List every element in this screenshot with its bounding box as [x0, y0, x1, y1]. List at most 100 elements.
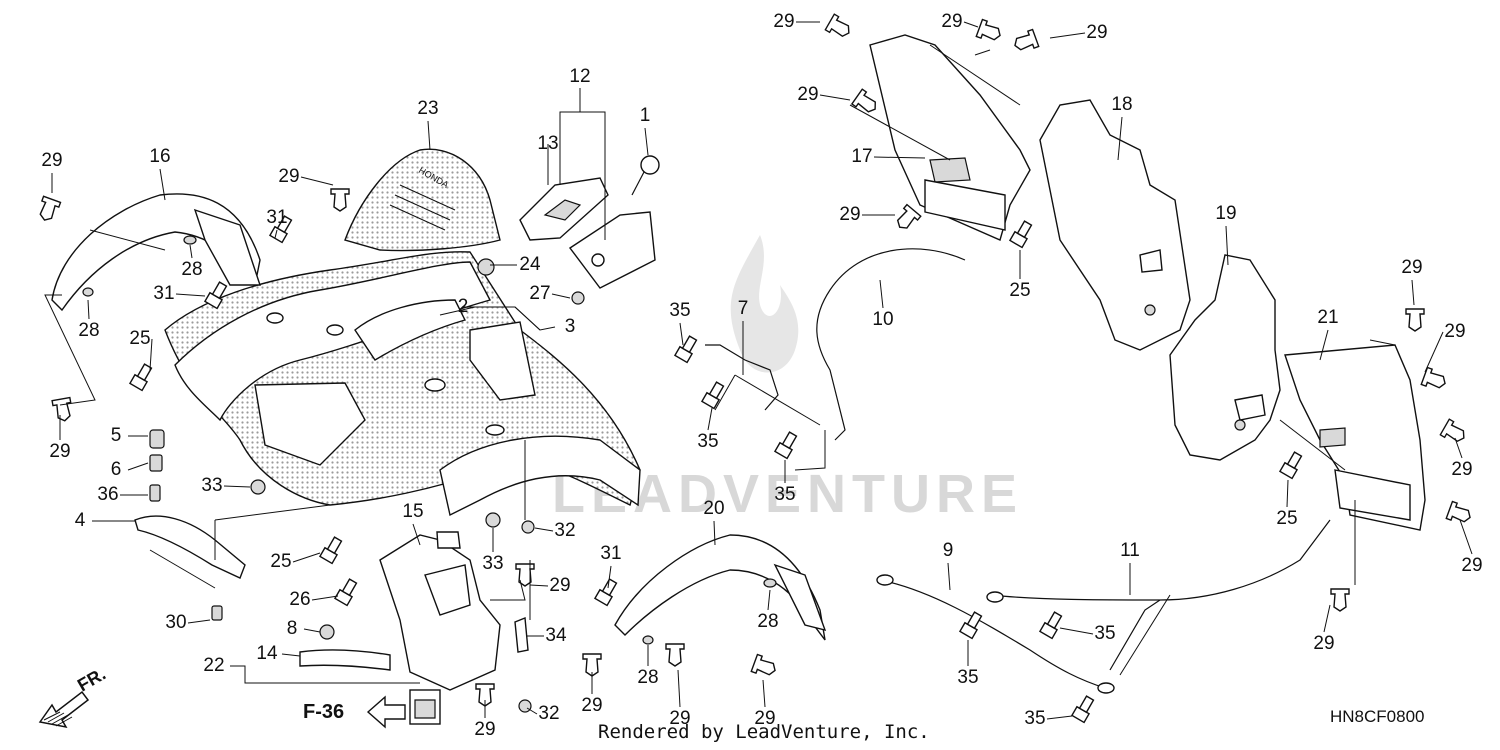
callout-33b: 33	[482, 553, 503, 574]
leader-line	[607, 565, 612, 589]
leaders	[44, 21, 1473, 720]
leader-line	[87, 299, 90, 320]
leader-line	[490, 579, 526, 601]
callout-29j: 29	[1444, 321, 1465, 342]
cover-and-lid	[519, 155, 660, 289]
callout-6: 6	[111, 459, 122, 480]
rendered-by-credit: Rendered by LeadVenture, Inc.	[598, 721, 930, 743]
leader-line	[412, 523, 421, 546]
callout-26: 26	[289, 589, 310, 610]
callout-33a: 33	[201, 475, 222, 496]
clip-fastener	[475, 683, 495, 707]
callout-18: 18	[1111, 94, 1132, 115]
callout-25c: 25	[1009, 280, 1030, 301]
bolt-fastener	[1038, 611, 1063, 640]
leader-line	[514, 306, 541, 331]
callout-29l: 29	[1461, 555, 1482, 576]
callout-30: 30	[165, 612, 186, 633]
callout-25b: 25	[270, 551, 291, 572]
side-cover-right	[1039, 99, 1191, 351]
diagram-code: HN8CF0800	[1330, 707, 1425, 726]
leader-line	[580, 111, 606, 240]
rear-inner-cover	[1169, 254, 1281, 461]
callout-34: 34	[545, 625, 567, 646]
leader-line	[1411, 279, 1415, 306]
leader-line	[534, 527, 554, 532]
leader-line	[677, 669, 681, 708]
front-fender-body	[164, 251, 641, 517]
leader-line	[1046, 715, 1073, 720]
callout-29e: 29	[941, 11, 962, 32]
reference-label: F-36	[303, 701, 344, 723]
leader-line	[1225, 225, 1229, 266]
callout-23: 23	[417, 98, 438, 119]
leader-line	[714, 374, 736, 411]
leader-line	[127, 462, 149, 471]
bolt-fastener	[700, 381, 725, 410]
callout-36: 36	[97, 484, 118, 505]
callout-25a: 25	[129, 328, 150, 349]
leader-line	[189, 244, 193, 259]
clip-fastener	[515, 563, 535, 587]
callout-29n: 29	[549, 575, 570, 596]
leader-line	[734, 374, 821, 426]
leader-line	[879, 279, 884, 309]
clip-fastener	[1330, 588, 1350, 612]
callout-25d: 25	[1276, 508, 1297, 529]
callout-20: 20	[703, 498, 724, 519]
leader-line	[439, 306, 476, 316]
leader-line	[947, 562, 951, 591]
callout-29q: 29	[754, 708, 775, 729]
callout-35a: 35	[669, 300, 690, 321]
leader-line	[767, 589, 771, 611]
clip-fastener	[330, 188, 350, 212]
leader-line	[551, 293, 571, 299]
storage-cover	[1284, 344, 1426, 531]
bolt-fastener	[1070, 695, 1095, 724]
callout-35b: 35	[697, 431, 718, 452]
clip-fastener	[824, 13, 850, 38]
callout-22: 22	[203, 655, 224, 676]
clip-fastener	[665, 643, 685, 667]
bolt-fastener	[268, 215, 293, 244]
leader-line	[44, 294, 96, 406]
callout-21: 21	[1317, 307, 1338, 328]
leader-line	[707, 407, 713, 431]
bolt-fastener	[203, 281, 228, 310]
callout-labels: 1 2 3 4 5 6 7 8 9 10 11 12 13 14 15 16 1…	[41, 11, 1482, 740]
clip-fastener	[1439, 418, 1465, 443]
callout-27: 27	[529, 283, 550, 304]
callout-5: 5	[111, 425, 122, 446]
leader-line	[713, 520, 716, 546]
leader-line	[849, 104, 951, 161]
callout-10: 10	[872, 309, 893, 330]
callout-29i: 29	[1401, 257, 1422, 278]
callout-2: 2	[458, 296, 469, 317]
bolt-fastener	[673, 335, 698, 364]
callout-29g: 29	[797, 84, 818, 105]
clip-fastener	[850, 88, 876, 113]
leader-line	[679, 322, 684, 346]
leader-line	[559, 88, 581, 185]
callout-14: 14	[256, 643, 278, 664]
bolt-fastener	[593, 578, 618, 607]
clip-fastener	[975, 18, 1001, 41]
leader-line	[1279, 419, 1346, 471]
misc-left-parts	[134, 258, 585, 713]
callout-31a: 31	[266, 207, 287, 228]
callout-29c: 29	[278, 166, 299, 187]
callout-29r: 29	[474, 719, 495, 740]
leader-line	[1117, 116, 1123, 161]
leader-line	[873, 156, 926, 159]
callout-29o: 29	[581, 695, 602, 716]
callout-32b: 32	[538, 703, 559, 724]
leader-line	[187, 619, 211, 624]
callout-28c: 28	[757, 611, 778, 632]
callout-15: 15	[402, 501, 423, 522]
hood: HONDA	[344, 148, 501, 252]
callout-31b: 31	[153, 283, 174, 304]
leader-line	[762, 679, 766, 708]
leader-line	[1454, 437, 1463, 459]
